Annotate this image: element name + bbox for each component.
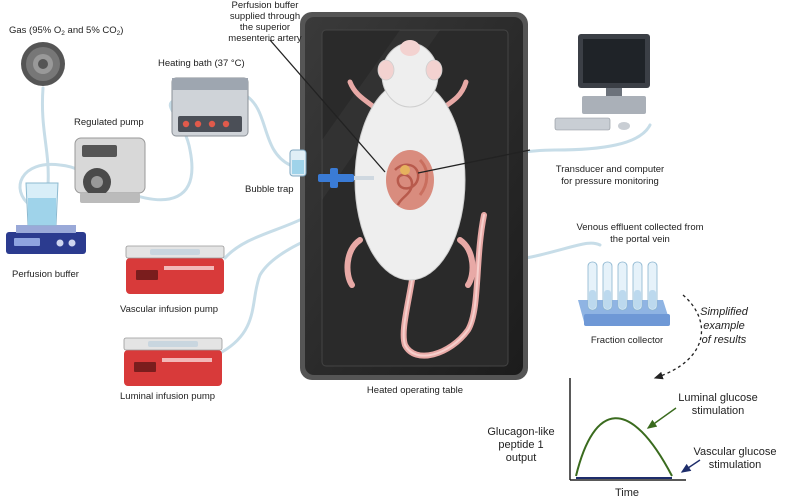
svg-text:Venous effluent collected from: Venous effluent collected from (576, 222, 703, 233)
svg-text:Glucagon-like: Glucagon-like (487, 426, 554, 438)
svg-text:of results: of results (702, 334, 747, 346)
x-axis-label: Time (615, 487, 639, 499)
simplified-results-label: Simplified example of results (700, 306, 749, 346)
vascular-series-label: Vascular glucose stimulation (694, 446, 777, 471)
svg-text:Vascular glucose: Vascular glucose (694, 446, 777, 458)
results-chart: Glucagon-like peptide 1 output Time Lumi… (487, 378, 776, 499)
vascular-pump-label: Vascular infusion pump (120, 304, 218, 315)
svg-text:example: example (703, 320, 745, 332)
regulated-pump-label: Regulated pump (74, 117, 144, 128)
results-arrow (653, 294, 703, 380)
artery-label: Perfusion buffer supplied through the su… (228, 0, 302, 44)
transducer-label: Transducer and computer for pressure mon… (556, 164, 664, 187)
perfusion-buffer-icon (6, 182, 86, 254)
vascular-infusion-pump-icon (125, 245, 225, 294)
luminal-pump-label: Luminal infusion pump (120, 391, 215, 402)
vascular-pointer-arrow (680, 459, 701, 473)
svg-text:peptide 1: peptide 1 (498, 439, 543, 451)
gas-label: Gas (95% O2 and 5% CO2) (9, 25, 123, 37)
luminal-pointer-arrow (646, 407, 677, 429)
luminal-series-line (575, 417, 673, 477)
svg-text:stimulation: stimulation (709, 459, 762, 471)
svg-text:for pressure monitoring: for pressure monitoring (561, 176, 659, 187)
svg-text:Simplified: Simplified (700, 306, 749, 318)
bubble-trap-label: Bubble trap (245, 184, 294, 195)
venous-label: Venous effluent collected from the porta… (576, 222, 703, 245)
fraction-collector-icon (578, 261, 670, 326)
svg-text:Luminal glucose: Luminal glucose (678, 392, 758, 404)
fraction-collector-label: Fraction collector (591, 335, 663, 346)
gas-cylinder-icon (21, 42, 65, 86)
svg-text:supplied through: supplied through (230, 11, 300, 22)
perfusion-buffer-label: Perfusion buffer (12, 269, 79, 280)
svg-text:the portal vein: the portal vein (610, 234, 670, 245)
heating-bath-label: Heating bath (37 °C) (158, 58, 245, 69)
svg-text:stimulation: stimulation (692, 405, 745, 417)
rat (344, 40, 487, 359)
bubble-trap-icon (289, 149, 374, 188)
operating-table-label: Heated operating table (367, 385, 463, 396)
heating-bath-icon (171, 77, 249, 137)
artery-pointer (269, 39, 386, 173)
transducer-pointer (417, 149, 531, 174)
luminal-series-label: Luminal glucose stimulation (678, 392, 758, 417)
svg-text:Transducer and computer: Transducer and computer (556, 164, 664, 175)
computer-icon (554, 34, 650, 131)
luminal-infusion-pump-icon (123, 337, 223, 386)
svg-text:output: output (506, 452, 537, 464)
svg-text:Perfusion buffer: Perfusion buffer (232, 0, 299, 11)
regulated-pump-icon (74, 137, 146, 203)
svg-text:mesenteric artery: mesenteric artery (228, 33, 302, 44)
svg-text:the superior: the superior (240, 22, 290, 33)
y-axis-label: Glucagon-like peptide 1 output (487, 426, 554, 464)
